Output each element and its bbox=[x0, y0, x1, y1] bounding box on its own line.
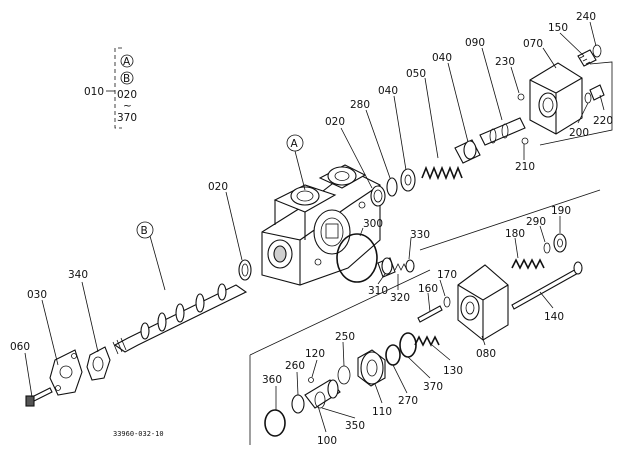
seal-020-left bbox=[238, 259, 252, 281]
label-160: 160 bbox=[418, 283, 438, 295]
cap-080 bbox=[457, 264, 509, 341]
callout-a-text: A bbox=[291, 138, 299, 150]
label-090: 090 bbox=[465, 37, 485, 49]
spring-180 bbox=[511, 258, 545, 270]
label-020-left: 020 bbox=[208, 181, 228, 193]
callout-a: A bbox=[286, 134, 306, 191]
label-300: 300 bbox=[363, 218, 383, 230]
label-020-right: 020 bbox=[325, 116, 345, 128]
part-labels: 240 150 070 090 230 220 200 210 040 050 … bbox=[10, 11, 613, 447]
leader-lines bbox=[24, 21, 605, 433]
label-290: 290 bbox=[526, 216, 546, 228]
label-060: 060 bbox=[10, 341, 30, 353]
plug-310 bbox=[377, 257, 396, 278]
oring-270 bbox=[385, 344, 401, 366]
label-370: 370 bbox=[423, 381, 443, 393]
label-330: 330 bbox=[410, 229, 430, 241]
plunger-090 bbox=[479, 117, 526, 146]
bolt-060 bbox=[25, 387, 53, 407]
label-220: 220 bbox=[593, 115, 613, 127]
label-170: 170 bbox=[437, 269, 457, 281]
label-030: 030 bbox=[27, 289, 47, 301]
group-outline-mid bbox=[419, 189, 601, 251]
label-210: 210 bbox=[515, 161, 535, 173]
pin-160 bbox=[417, 305, 443, 323]
label-100: 100 bbox=[317, 435, 337, 447]
ring-260 bbox=[291, 394, 305, 414]
callout-b-text: B bbox=[141, 225, 148, 237]
end-cap bbox=[49, 346, 111, 396]
label-070: 070 bbox=[523, 38, 543, 50]
spring-130 bbox=[414, 335, 440, 347]
oring-370 bbox=[399, 332, 417, 358]
plug-150 bbox=[577, 49, 597, 67]
label-130: 130 bbox=[443, 365, 463, 377]
seal-020-right bbox=[370, 185, 386, 207]
nut-190 bbox=[553, 233, 567, 253]
label-190: 190 bbox=[551, 205, 571, 217]
label-240: 240 bbox=[576, 11, 596, 23]
label-350: 350 bbox=[345, 420, 365, 432]
label-310: 310 bbox=[368, 285, 388, 297]
label-040-upper: 040 bbox=[432, 52, 452, 64]
washer-280 bbox=[386, 177, 398, 197]
label-110: 110 bbox=[372, 406, 392, 418]
ring-250 bbox=[337, 365, 351, 385]
label-050: 050 bbox=[406, 68, 426, 80]
ball-120 bbox=[308, 377, 314, 383]
group-end-label: 370 bbox=[117, 112, 137, 124]
label-040-lower: 040 bbox=[378, 85, 398, 97]
oring-350 bbox=[314, 391, 326, 409]
spool bbox=[112, 283, 248, 355]
fitting-220 bbox=[589, 84, 605, 101]
group-outline-top bbox=[539, 61, 613, 146]
callout-b: B bbox=[136, 221, 166, 291]
label-270: 270 bbox=[398, 395, 418, 407]
sleeve-100 bbox=[304, 379, 341, 409]
tie-bolt-140 bbox=[511, 261, 583, 310]
group-tilde: ~ bbox=[123, 100, 132, 112]
cap-070 bbox=[529, 62, 583, 135]
piston-110 bbox=[357, 349, 386, 387]
oring-360 bbox=[264, 409, 286, 437]
ring-170 bbox=[443, 296, 451, 308]
spring-seat-040b bbox=[454, 139, 481, 164]
spring-050 bbox=[421, 165, 463, 181]
label-360: 360 bbox=[262, 374, 282, 386]
label-120: 120 bbox=[305, 348, 325, 360]
label-150: 150 bbox=[548, 22, 568, 34]
label-250: 250 bbox=[335, 331, 355, 343]
group-callout-a: A bbox=[123, 56, 131, 68]
washer-040a bbox=[400, 168, 416, 192]
label-320: 320 bbox=[390, 292, 410, 304]
oring-210 bbox=[521, 137, 529, 145]
group-bracket: 010 A B 020 ~ 370 bbox=[84, 47, 137, 129]
label-340: 340 bbox=[68, 269, 88, 281]
group-start-label: 020 bbox=[117, 89, 137, 101]
label-080: 080 bbox=[476, 348, 496, 360]
oring-300 bbox=[336, 233, 378, 283]
oring-240 bbox=[592, 44, 602, 58]
drawing-number: 33960-032-10 bbox=[113, 430, 164, 438]
oring-290 bbox=[543, 242, 551, 254]
label-260: 260 bbox=[285, 360, 305, 372]
group-parent-label: 010 bbox=[84, 86, 104, 98]
ring-200 bbox=[584, 92, 592, 104]
label-180: 180 bbox=[505, 228, 525, 240]
valve-body bbox=[261, 164, 381, 286]
group-callout-b: B bbox=[123, 73, 130, 85]
label-280: 280 bbox=[350, 99, 370, 111]
label-200: 200 bbox=[569, 127, 589, 139]
ball-330 bbox=[405, 259, 415, 273]
group-outline-bottom bbox=[249, 269, 431, 445]
label-140: 140 bbox=[544, 311, 564, 323]
label-230: 230 bbox=[495, 56, 515, 68]
oring-230 bbox=[517, 93, 525, 101]
